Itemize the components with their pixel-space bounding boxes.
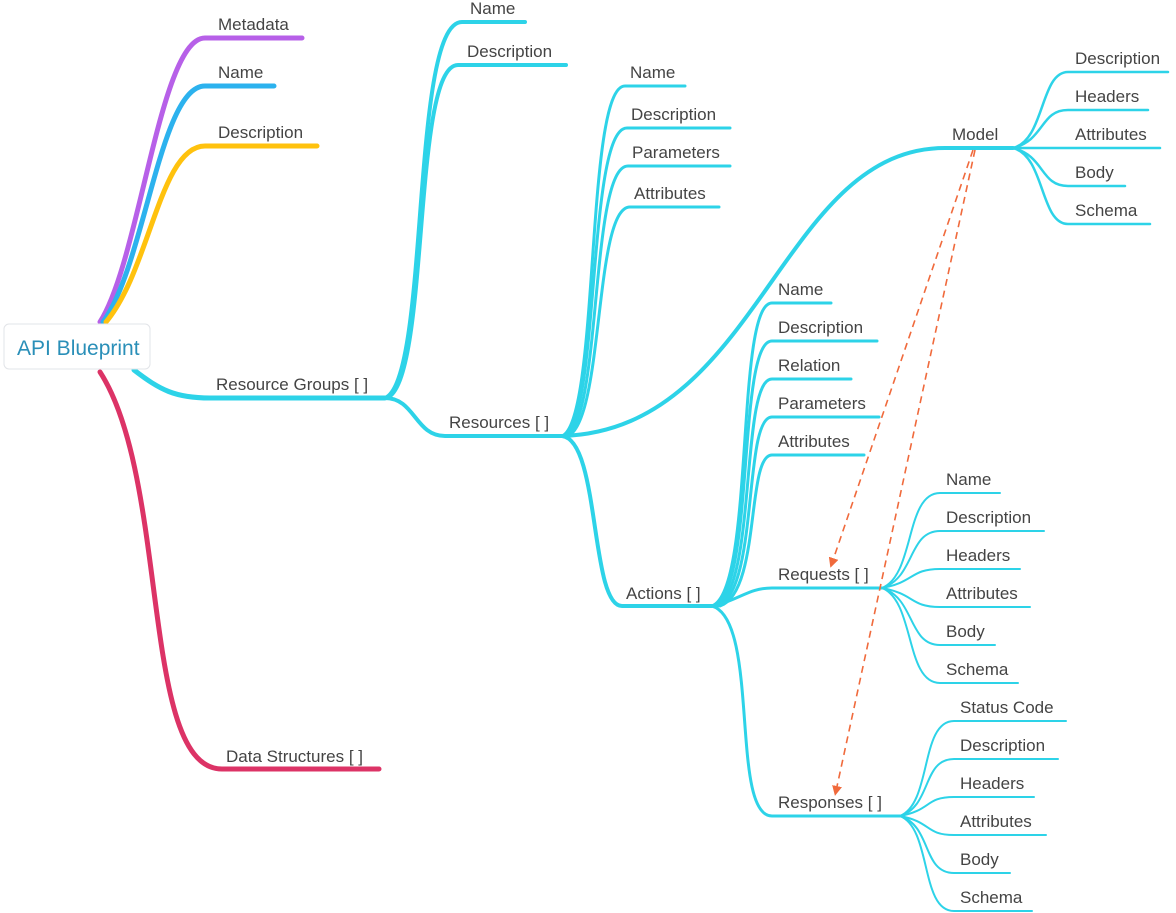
node-resp-attributes[interactable]: Attributes	[960, 812, 1032, 831]
node-res-name[interactable]: Name	[630, 63, 675, 82]
node-metadata[interactable]: Metadata	[218, 15, 289, 34]
node-req-headers[interactable]: Headers	[946, 546, 1010, 565]
node-req-schema[interactable]: Schema	[946, 660, 1009, 679]
node-req-body[interactable]: Body	[946, 622, 985, 641]
branch-res-actions	[560, 434, 714, 608]
reference-arrow-model-to-responses	[832, 149, 976, 796]
branch-res-model	[560, 146, 1015, 438]
branch-data-structures	[97, 369, 382, 772]
branch-rg-resources	[383, 396, 564, 438]
branch-act-name	[710, 301, 833, 608]
root-node-label[interactable]: API Blueprint	[17, 337, 140, 360]
node-act-description[interactable]: Description	[778, 318, 863, 337]
branch-rg-name	[383, 20, 527, 400]
node-description[interactable]: Description	[218, 123, 303, 142]
branch-name	[100, 83, 277, 325]
node-actions[interactable]: Actions [ ]	[626, 584, 701, 603]
node-data-structures[interactable]: Data Structures [ ]	[226, 747, 363, 766]
node-responses[interactable]: Responses [ ]	[778, 793, 882, 812]
branch-resp-body	[899, 815, 1011, 874]
node-req-description[interactable]: Description	[946, 508, 1031, 527]
branch-act-responses	[710, 604, 902, 818]
branch-rg-description	[385, 63, 568, 400]
root-node-box	[3, 323, 151, 370]
node-resource-groups[interactable]: Resource Groups [ ]	[216, 375, 368, 394]
branch-act-requests	[710, 586, 884, 608]
branch-model-headers	[1011, 108, 1150, 150]
node-model-attributes[interactable]: Attributes	[1075, 125, 1147, 144]
branch-resp-status-code	[899, 720, 1067, 817]
node-req-attributes[interactable]: Attributes	[946, 584, 1018, 603]
node-requests[interactable]: Requests [ ]	[778, 565, 869, 584]
branch-resp-description	[899, 758, 1059, 817]
branch-act-description	[712, 339, 879, 608]
node-model-headers[interactable]: Headers	[1075, 87, 1139, 106]
node-resp-status-code[interactable]: Status Code	[960, 698, 1054, 717]
node-resp-body[interactable]: Body	[960, 850, 999, 869]
node-act-name[interactable]: Name	[778, 280, 823, 299]
node-model-description[interactable]: Description	[1075, 49, 1160, 68]
node-resp-headers[interactable]: Headers	[960, 774, 1024, 793]
node-model-schema[interactable]: Schema	[1075, 201, 1138, 220]
node-resp-schema[interactable]: Schema	[960, 888, 1023, 907]
node-rg-description[interactable]: Description	[467, 42, 552, 61]
branch-req-attributes	[881, 587, 1031, 608]
reference-arrow-model-to-requests	[828, 149, 974, 568]
branch-res-name	[560, 84, 687, 438]
branch-req-name	[881, 492, 1001, 589]
branch-metadata	[97, 35, 305, 325]
node-res-attributes[interactable]: Attributes	[634, 184, 706, 203]
branch-resp-schema	[899, 815, 1033, 912]
branch-model-description	[1011, 70, 1170, 150]
node-resources[interactable]: Resources [ ]	[449, 413, 549, 432]
node-rg-name[interactable]: Name	[470, 0, 515, 18]
branch-req-headers	[881, 568, 1021, 589]
branch-description	[103, 143, 320, 325]
node-act-parameters[interactable]: Parameters	[778, 394, 866, 413]
branch-model-schema	[1011, 146, 1152, 226]
node-res-parameters[interactable]: Parameters	[632, 143, 720, 162]
branch-req-body	[881, 587, 996, 646]
branch-res-parameters	[564, 164, 732, 438]
node-res-description[interactable]: Description	[631, 105, 716, 124]
branch-act-parameters	[716, 415, 881, 608]
branch-act-attributes	[718, 453, 866, 608]
node-model[interactable]: Model	[952, 125, 998, 144]
branch-req-description	[881, 530, 1045, 589]
branch-res-description	[562, 126, 732, 438]
branch-req-schema	[881, 587, 1019, 684]
node-resp-description[interactable]: Description	[960, 736, 1045, 755]
branch-res-attributes	[566, 205, 721, 438]
branch-resp-headers	[899, 796, 1035, 817]
branch-resource-groups	[131, 367, 388, 401]
node-act-attributes[interactable]: Attributes	[778, 432, 850, 451]
branch-act-relation	[714, 377, 853, 608]
node-req-name[interactable]: Name	[946, 470, 991, 489]
node-act-relation[interactable]: Relation	[778, 356, 840, 375]
node-model-body[interactable]: Body	[1075, 163, 1114, 182]
node-name[interactable]: Name	[218, 63, 263, 82]
branch-resp-attributes	[899, 815, 1047, 836]
